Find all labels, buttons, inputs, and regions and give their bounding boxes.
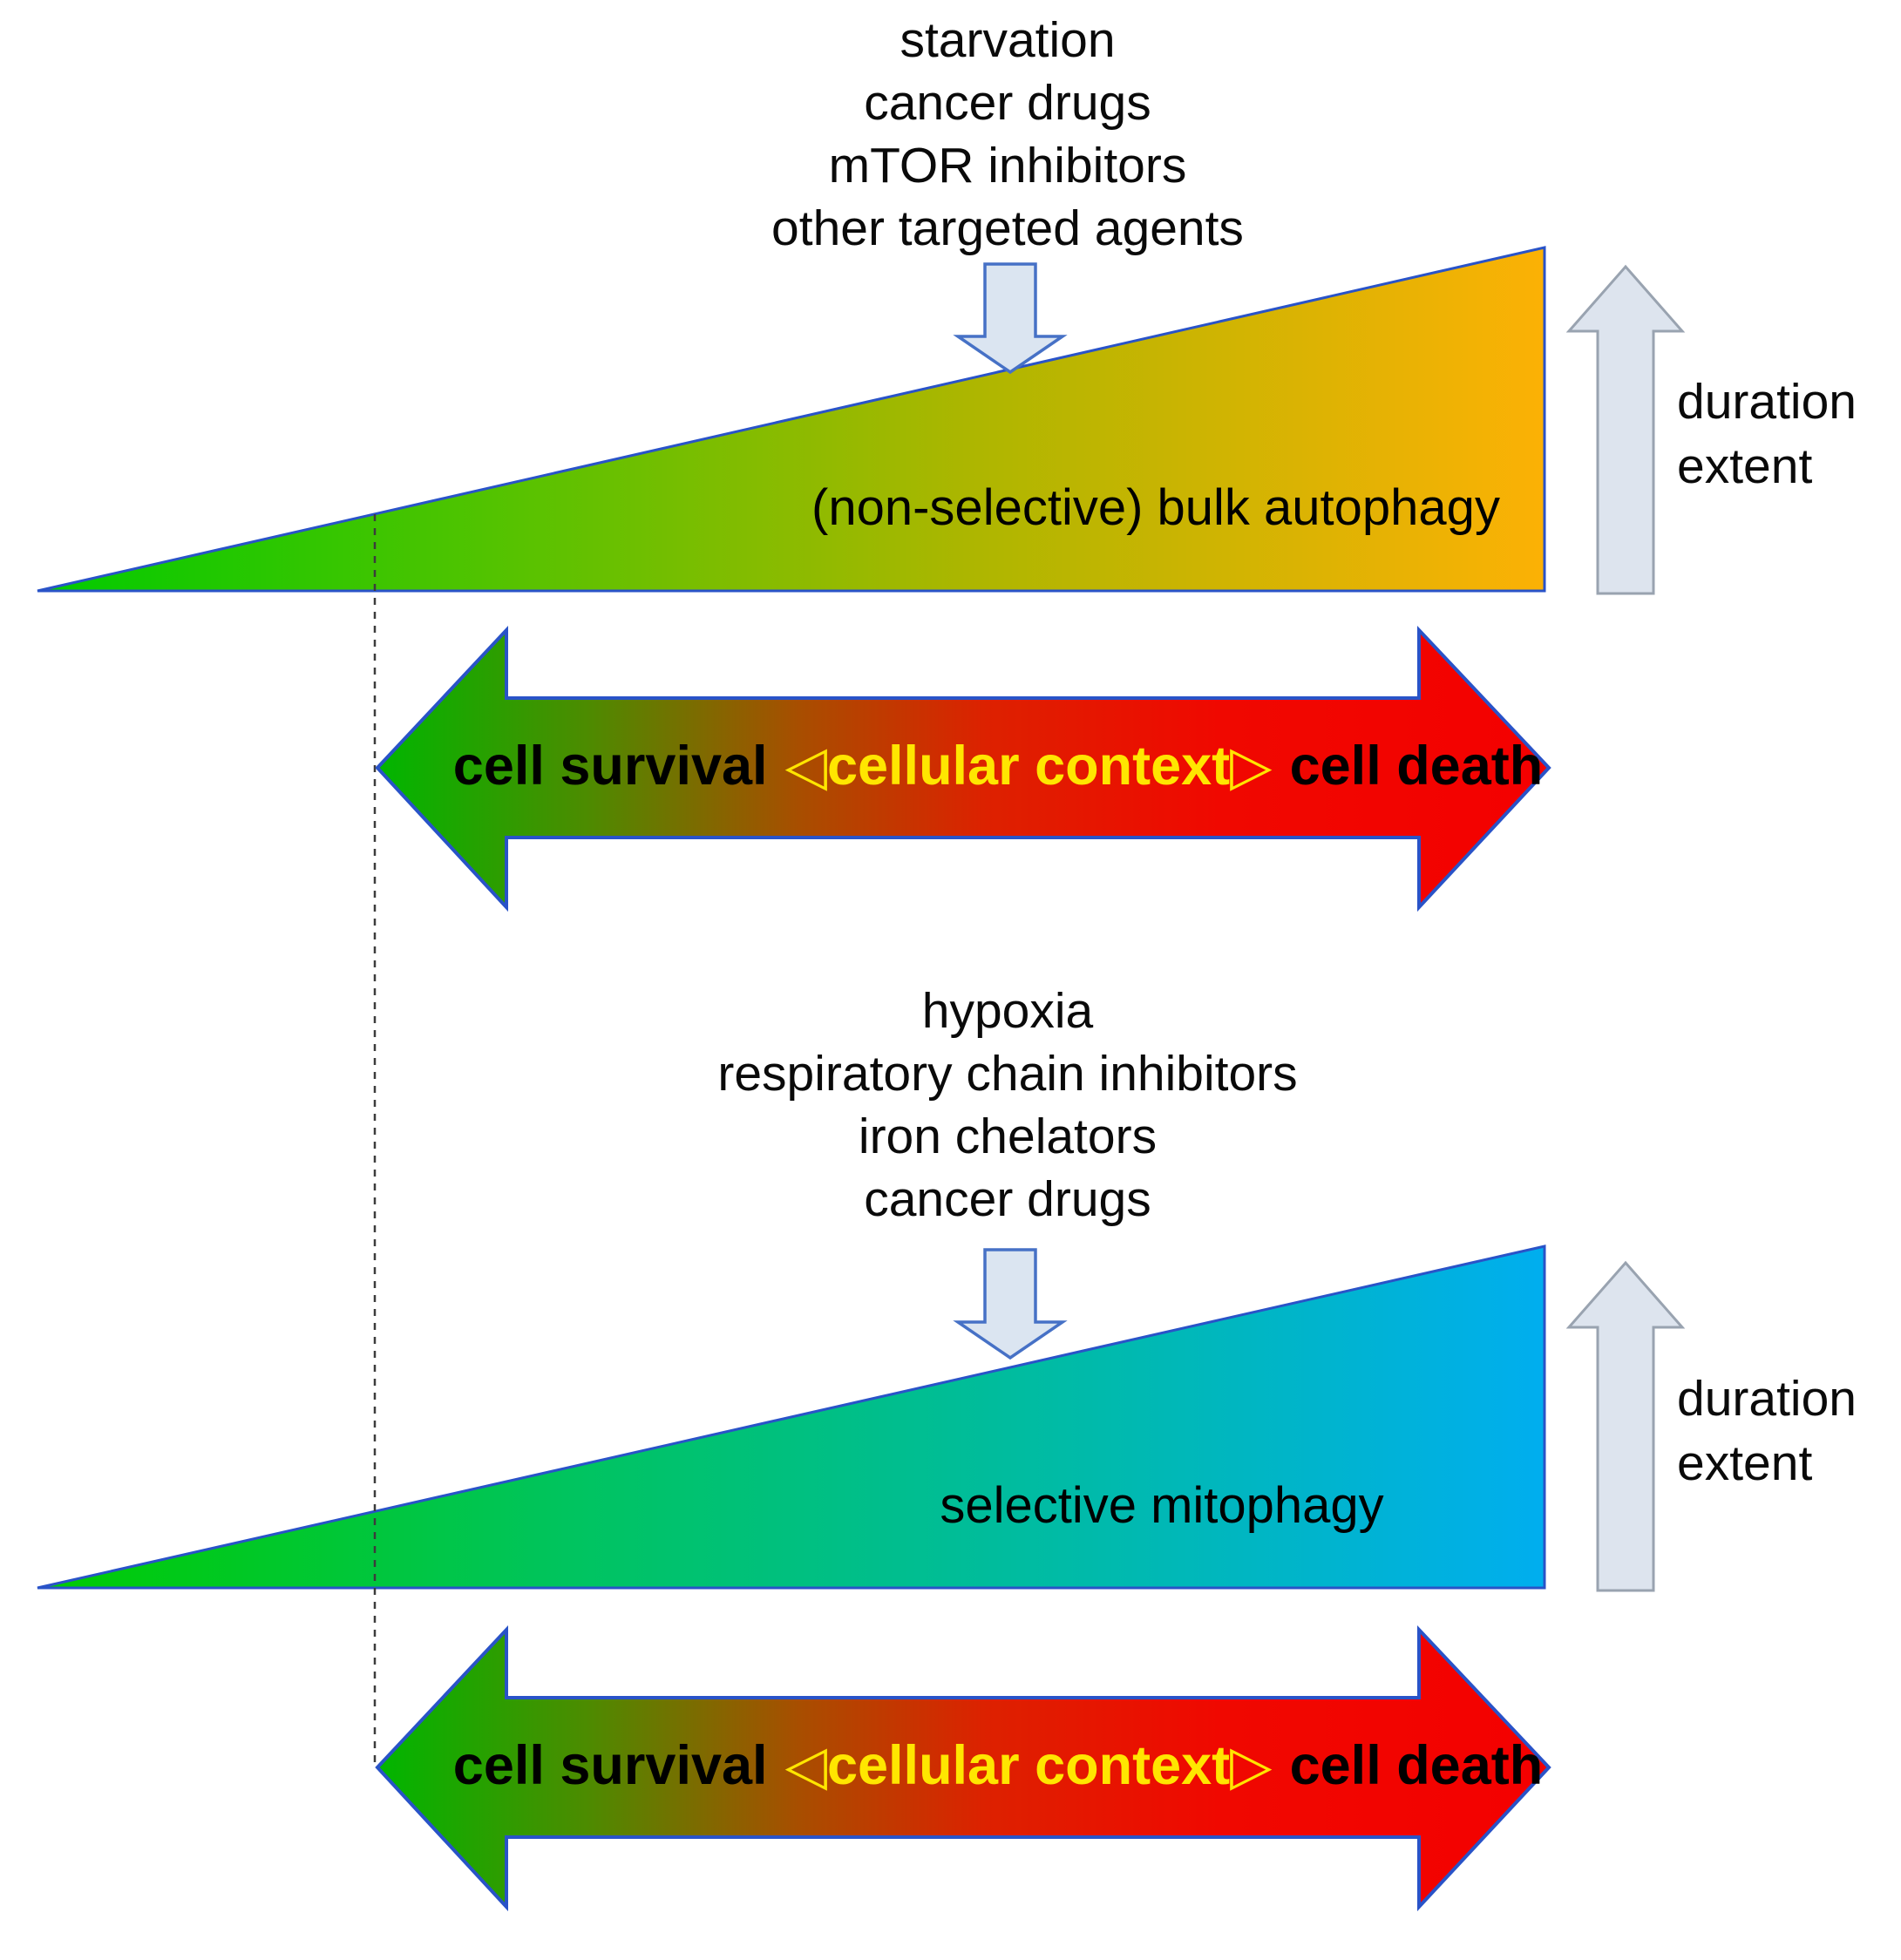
duration-label: duration [1677,374,1857,430]
down-arrow-icon-top [953,262,1068,375]
cell-survival-label: cell survival [452,1735,768,1796]
stimulus-line: iron chelators [858,1109,1158,1164]
up-arrow-icon-top [1565,264,1686,595]
cellular-context-label: ◁cellular context▷ [784,1735,1273,1796]
stimulus-line: other targeted agents [771,200,1244,256]
duration-extent-labels-top: duration extent [1677,370,1857,498]
context-arrow-bottom [375,1624,1551,1912]
selective-mitophagy-label: selective mitophagy [940,1477,1384,1534]
context-arrow-text-bottom: cell survival ◁cellular context▷ cell de… [412,1733,1584,1797]
extent-label: extent [1677,438,1813,494]
cellular-context-label: ◁cellular context▷ [784,736,1273,797]
duration-label: duration [1677,1371,1857,1427]
stimulus-line: hypoxia [921,983,1094,1039]
stimulus-line: respiratory chain inhibitors [717,1046,1298,1102]
selective-mitophagy-wedge [37,1244,1546,1590]
duration-extent-labels-bottom: duration extent [1677,1367,1857,1495]
context-arrow-top [375,625,1551,912]
bulk-autophagy-wedge [37,246,1546,593]
down-arrow-icon-bottom [953,1248,1068,1360]
cell-survival-label: cell survival [452,736,768,797]
bulk-autophagy-label: (non-selective) bulk autophagy [811,479,1500,536]
stimulus-line: cancer drugs [864,75,1151,131]
stimulus-line: cancer drugs [864,1171,1151,1227]
stimulus-line: starvation [900,12,1116,68]
cell-death-label: cell death [1289,1735,1544,1796]
stimuli-list-top: starvation cancer drugs mTOR inhibitors … [572,9,1443,260]
stimuli-list-bottom: hypoxia respiratory chain inhibitors iro… [572,980,1443,1231]
stimulus-line: mTOR inhibitors [828,138,1187,193]
up-arrow-icon-bottom [1565,1260,1686,1592]
context-arrow-text-top: cell survival ◁cellular context▷ cell de… [412,734,1584,797]
cell-death-label: cell death [1289,736,1544,797]
extent-label: extent [1677,1435,1813,1491]
